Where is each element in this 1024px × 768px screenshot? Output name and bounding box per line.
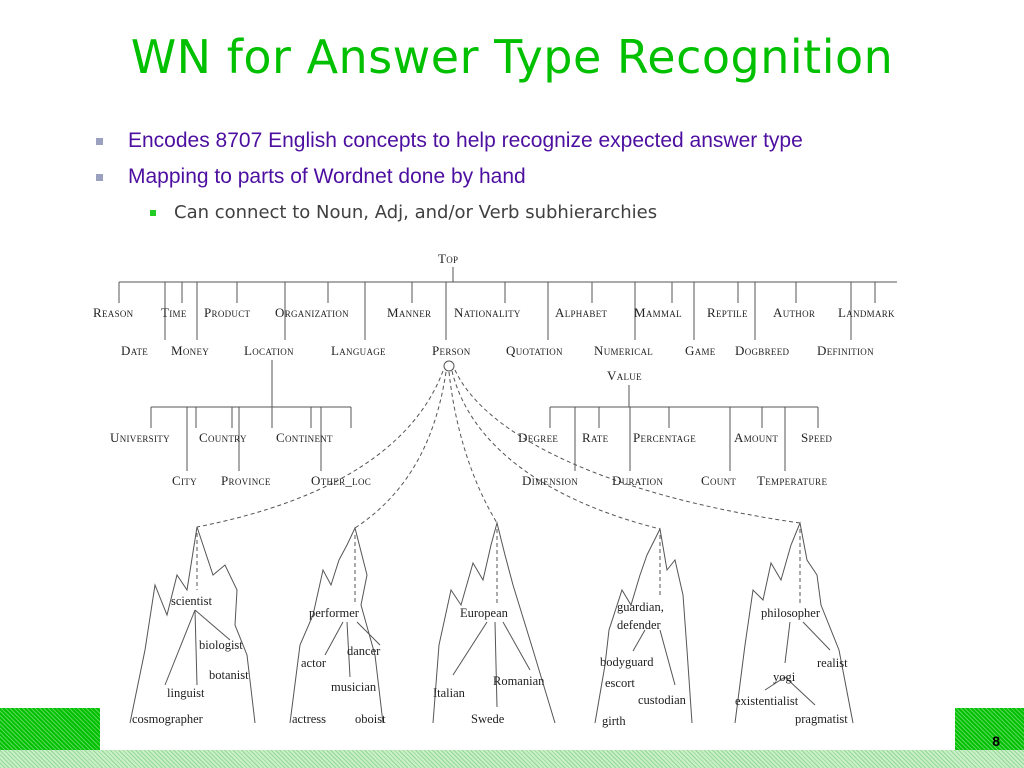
word-performer: performer — [309, 606, 360, 620]
person-node-icon — [443, 360, 455, 372]
node-dimension: Dimension — [522, 473, 578, 488]
word-pragmatist: pragmatist — [795, 712, 848, 726]
slide-title: WN for Answer Type Recognition — [130, 30, 894, 84]
footer-strip — [0, 750, 1024, 768]
sub-bullet-text: Can connect to Noun, Adj, and/or Verb su… — [174, 202, 658, 223]
node-duration: Duration — [612, 473, 663, 488]
word-existentialist: existentialist — [735, 694, 799, 708]
node-count: Count — [701, 473, 736, 488]
word-girth: girth — [602, 714, 626, 728]
node-definition: Definition — [817, 343, 874, 358]
location-connectors — [150, 360, 352, 471]
node-degree: Degree — [518, 430, 558, 445]
value-connectors — [549, 385, 819, 471]
word-botanist: botanist — [209, 668, 249, 682]
node-university: University — [110, 430, 170, 445]
bullet-square-icon — [96, 138, 103, 145]
node-country: Country — [199, 430, 247, 445]
node-province: Province — [221, 473, 271, 488]
node-money: Money — [171, 343, 209, 358]
node-continent: Continent — [276, 430, 333, 445]
node-language: Language — [331, 343, 386, 358]
word-european: European — [460, 606, 509, 620]
word-biologist: biologist — [199, 638, 243, 652]
node-product: Product — [204, 305, 251, 320]
bullet-text: Encodes 8707 English concepts to help re… — [128, 129, 803, 152]
word-swede: Swede — [471, 712, 505, 726]
word-oboist: oboist — [355, 712, 386, 726]
footer-band-right — [955, 708, 1024, 750]
node-speed: Speed — [801, 430, 832, 445]
word-dancer: dancer — [347, 644, 381, 658]
word-actor: actor — [301, 656, 327, 670]
hierarchy-inner-links — [164, 529, 831, 708]
slide-number: 8 — [992, 733, 1000, 749]
word-scientist: scientist — [171, 594, 212, 608]
node-percentage: Percentage — [633, 430, 696, 445]
node-organization: Organization — [275, 305, 349, 320]
node-date: Date — [121, 343, 148, 358]
node-other-loc: Other_loc — [311, 473, 371, 488]
node-city: City — [172, 473, 197, 488]
word-escort: escort — [605, 676, 635, 690]
node-temperature: Temperature — [757, 473, 827, 488]
node-person: Person — [432, 343, 471, 358]
word-musician: musician — [331, 680, 377, 694]
node-reason: Reason — [93, 305, 134, 320]
word-guardian: guardian, — [617, 600, 664, 614]
sub-bullet-item: Can connect to Noun, Adj, and/or Verb su… — [92, 198, 992, 230]
node-rate: Rate — [582, 430, 609, 445]
bullet-square-icon — [96, 174, 103, 181]
word-yogi: yogi — [773, 670, 796, 684]
sub-bullet-square-icon — [150, 210, 156, 216]
word-philosopher: philosopher — [761, 606, 821, 620]
bullet-item: Encodes 8707 English concepts to help re… — [92, 126, 992, 162]
word-cosmographer: cosmographer — [132, 712, 204, 726]
node-nationality: Nationality — [454, 305, 521, 320]
person-dashed-links — [196, 369, 801, 530]
word-romanian: Romanian — [493, 674, 545, 688]
node-numerical: Numerical — [594, 343, 653, 358]
word-italian: Italian — [433, 686, 466, 700]
node-manner: Manner — [387, 305, 431, 320]
node-quotation: Quotation — [506, 343, 563, 358]
node-mammal: Mammal — [634, 305, 682, 320]
node-location: Location — [244, 343, 294, 358]
node-time: Time — [161, 305, 187, 320]
node-author: Author — [773, 305, 815, 320]
word-realist: realist — [817, 656, 848, 670]
node-value: Value — [607, 368, 642, 383]
word-actress: actress — [292, 712, 326, 726]
bullet-text: Mapping to parts of Wordnet done by hand — [128, 165, 526, 188]
node-top: Top — [438, 251, 458, 266]
taxonomy-svg: Top Reason Time Product Organization Man… — [93, 251, 897, 728]
node-reptile: Reptile — [707, 305, 748, 320]
bullet-list: Encodes 8707 English concepts to help re… — [92, 126, 992, 230]
node-amount: Amount — [734, 430, 778, 445]
hierarchy-outlines — [129, 521, 854, 724]
word-bodyguard: bodyguard — [600, 655, 654, 669]
node-game: Game — [685, 343, 716, 358]
word-defender: defender — [617, 618, 662, 632]
top-connectors — [118, 267, 897, 340]
footer-band-left — [0, 708, 100, 750]
word-custodian: custodian — [638, 693, 687, 707]
node-alphabet: Alphabet — [555, 305, 607, 320]
node-dogbreed: Dogbreed — [735, 343, 789, 358]
node-landmark: Landmark — [838, 305, 895, 320]
word-linguist: linguist — [167, 686, 205, 700]
bullet-item: Mapping to parts of Wordnet done by hand — [92, 162, 992, 198]
answer-type-diagram: Top Reason Time Product Organization Man… — [85, 245, 955, 745]
